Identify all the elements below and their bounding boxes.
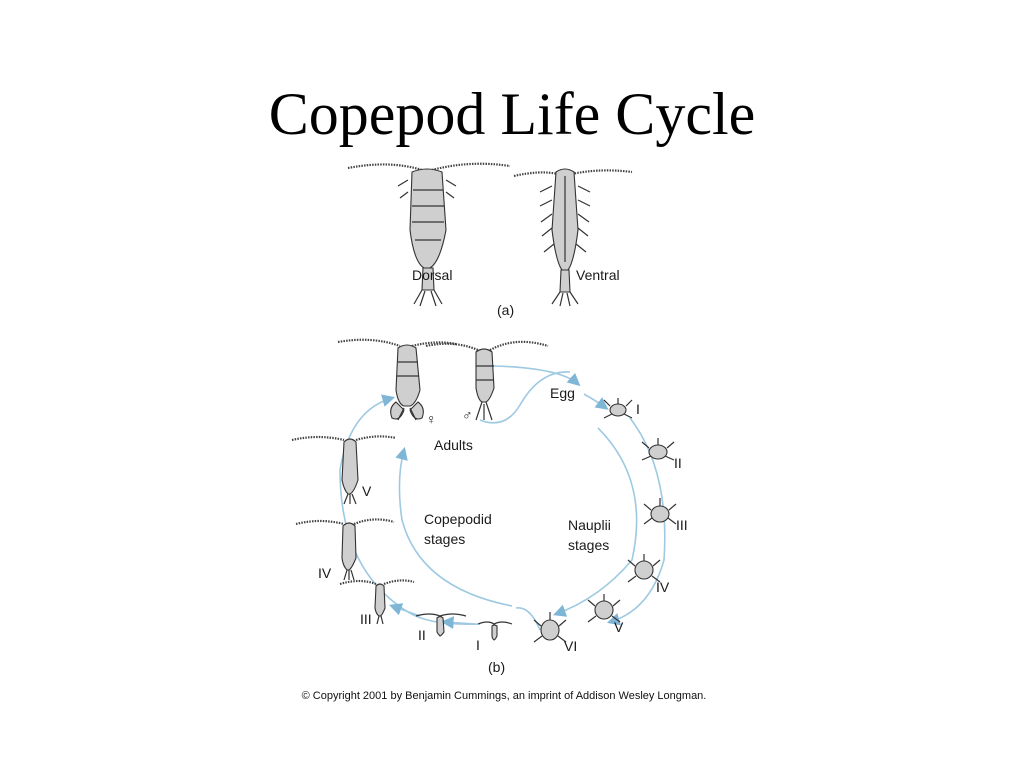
dorsal-copepod-illustration (347, 162, 511, 307)
egg-label: Egg (550, 385, 575, 401)
copepodid-stage-iii-illustration (339, 579, 415, 625)
copepodid-stage-v-label: V (362, 483, 372, 499)
arrow-egg-to-nauplius (583, 393, 609, 410)
arrow-copepodid-ii-to-iii (388, 603, 421, 617)
nauplius-stage-v-illustration (587, 594, 621, 623)
nauplius-stage-iii-illustration (643, 498, 677, 525)
nauplius-stage-iv-label: IV (656, 579, 670, 595)
nauplii-label-line2: stages (568, 537, 609, 553)
arrow-adult-to-egg (493, 365, 581, 387)
male-adult-copepod (425, 340, 549, 421)
nauplius-stage-ii-label: II (674, 455, 682, 471)
panel-a-label: (a) (497, 302, 514, 318)
nauplius-stage-i-label: I (636, 401, 640, 417)
copepodid-stage-ii-illustration (415, 613, 467, 637)
nauplius-stage-v-label: V (614, 619, 624, 635)
copepodid-label-line1: Copepodid (424, 511, 492, 527)
nauplius-stage-i-illustration (603, 398, 633, 419)
female-symbol: ♀ (426, 411, 437, 427)
ventral-copepod-illustration (513, 168, 633, 307)
panel-b-label: (b) (488, 659, 505, 675)
copepodid-stage-i-label: I (476, 637, 480, 653)
copepodid-stage-iii-label: III (360, 611, 372, 627)
nauplius-stage-ii-illustration (641, 438, 675, 461)
copepodid-stage-i-illustration (477, 621, 513, 641)
copepodid-stage-v-illustration (291, 435, 397, 505)
nauplius-stage-vi-label: VI (564, 638, 577, 654)
copepodid-stage-iv-illustration (295, 518, 395, 581)
copepodid-stage-ii-label: II (418, 627, 426, 643)
copepodid-label-line2: stages (424, 531, 465, 547)
slide-title: Copepod Life Cycle (268, 81, 756, 147)
arrow-vi-to-copepodid (515, 607, 541, 631)
arrow-nauplii-inner (552, 427, 638, 617)
ventral-label: Ventral (576, 267, 620, 283)
arrow-nauplii-outer (606, 417, 666, 626)
arrow-copepodid-inner (395, 446, 513, 607)
copepodid-stage-iv-label: IV (318, 565, 332, 581)
nauplii-label-line1: Nauplii (568, 517, 611, 533)
male-symbol: ♂ (462, 407, 473, 423)
adults-label: Adults (434, 437, 473, 453)
arrow-adult-loop (479, 371, 571, 424)
nauplius-stage-iii-label: III (676, 517, 688, 533)
dorsal-label: Dorsal (412, 267, 452, 283)
female-adult-copepod (337, 338, 457, 421)
nauplius-stage-iv-illustration (627, 554, 661, 583)
nauplius-stage-vi-illustration (533, 612, 567, 643)
arrow-copepodid-i-to-ii (440, 616, 477, 629)
copyright-notice: © Copyright 2001 by Benjamin Cummings, a… (301, 690, 707, 702)
